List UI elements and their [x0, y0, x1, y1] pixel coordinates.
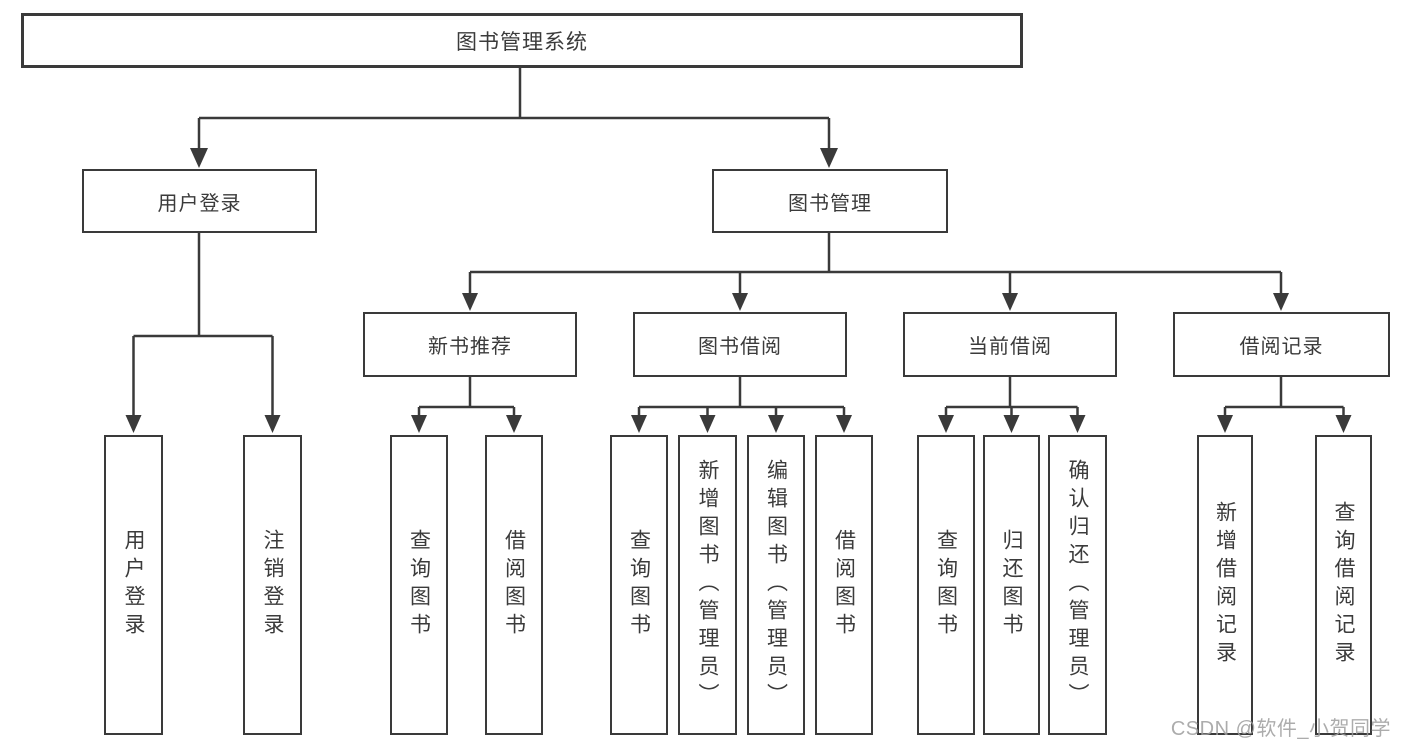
node-user-login: 用户登录 [82, 169, 317, 233]
node-leaf-edit-book-admin: 编辑图书（管理员） [747, 435, 805, 735]
node-leaf-return-book: 归还图书 [983, 435, 1040, 735]
node-leaf-add-book-admin: 新增图书（管理员） [678, 435, 737, 735]
node-leaf-borrow-books-2: 借阅图书 [815, 435, 873, 735]
node-leaf-query-books-3: 查询图书 [917, 435, 975, 735]
node-current-borrow: 当前借阅 [903, 312, 1117, 377]
node-leaf-confirm-return-admin: 确认归还（管理员） [1048, 435, 1107, 735]
node-leaf-logout: 注销登录 [243, 435, 302, 735]
watermark: CSDN @软件_小贺同学 [1170, 718, 1391, 740]
node-leaf-borrow-books-1: 借阅图书 [485, 435, 543, 735]
node-borrow-records: 借阅记录 [1173, 312, 1390, 377]
node-leaf-user-login: 用户登录 [104, 435, 163, 735]
node-leaf-query-books-2: 查询图书 [610, 435, 668, 735]
node-leaf-query-books-1: 查询图书 [390, 435, 448, 735]
node-book-borrow: 图书借阅 [633, 312, 847, 377]
node-leaf-query-borrow-record: 查询借阅记录 [1315, 435, 1372, 735]
node-book-management: 图书管理 [712, 169, 948, 233]
node-new-book-recommend: 新书推荐 [363, 312, 577, 377]
arrowhead-icons [125, 148, 1352, 433]
node-root: 图书管理系统 [21, 13, 1023, 68]
node-leaf-add-borrow-record: 新增借阅记录 [1197, 435, 1253, 735]
